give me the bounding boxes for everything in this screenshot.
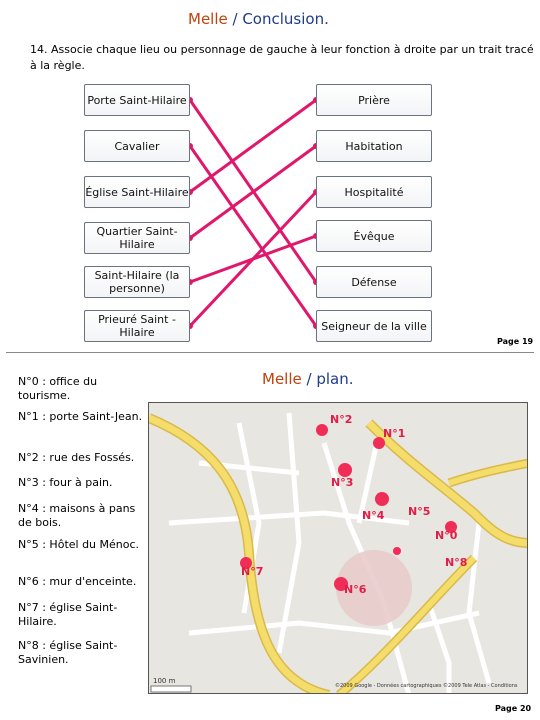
legend-item: N°0 : office du tourisme.: [18, 375, 143, 403]
map-label-n1: N°1: [383, 427, 406, 440]
right-item-habitation[interactable]: Habitation: [316, 130, 432, 162]
legend-number: N°7: [18, 601, 39, 614]
right-item-hospitalite[interactable]: Hospitalité: [316, 176, 432, 208]
legend-text: : église Saint-Hilaire.: [18, 601, 118, 628]
match-line: [188, 190, 318, 328]
legend-number: N°3: [18, 476, 39, 489]
legend-item: N°2 : rue des Fossés.: [18, 451, 143, 465]
marker-n3: [338, 463, 352, 477]
marker-n1: [373, 437, 385, 449]
match-line: [188, 145, 318, 327]
match-line: [189, 98, 317, 194]
legend-item: N°1 : porte Saint-Jean.: [18, 410, 143, 424]
legend-text: : Hôtel du Ménoc.: [42, 538, 140, 551]
left-item-prieure[interactable]: Prieuré Saint -Hilaire: [84, 310, 190, 342]
legend-text: : rue des Fossés.: [42, 451, 135, 464]
map-label-n7: N°7: [241, 565, 264, 578]
right-item-seigneur[interactable]: Seigneur de la ville: [316, 310, 432, 342]
left-item-cavalier[interactable]: Cavalier: [84, 130, 190, 162]
match-line: [189, 144, 317, 240]
page-title: Melle / Conclusion.: [188, 10, 329, 28]
page-number-2: Page 20: [495, 704, 532, 713]
legend-item: N°7 : église Saint-Hilaire.: [18, 601, 143, 629]
right-item-eveque[interactable]: Évêque: [316, 220, 432, 252]
legend-item: N°5 : Hôtel du Ménoc.: [18, 538, 143, 552]
map-label-n3: N°3: [331, 476, 354, 489]
marker-n6: [334, 577, 348, 591]
legend-item: N°4 : maisons à pans de bois.: [18, 502, 143, 530]
legend-text: : église Saint-Savinien.: [18, 639, 118, 666]
map-drawing: [149, 412, 527, 693]
map-label-n6: N°6: [344, 583, 367, 596]
legend-text: : four à pain.: [42, 476, 113, 489]
legend-text: : mur d'enceinte.: [42, 575, 137, 588]
left-item-eglise[interactable]: Église Saint-Hilaire: [84, 176, 190, 208]
title-conclusion: / Conclusion.: [232, 10, 329, 28]
map-label-n4: N°4: [362, 509, 385, 522]
title-plan: / plan.: [306, 370, 354, 388]
right-item-defense[interactable]: Défense: [316, 266, 432, 298]
marker-n2: [316, 424, 328, 436]
page-divider: [6, 352, 534, 353]
legend-number: N°1: [18, 410, 39, 423]
page-title-plan: Melle / plan.: [262, 370, 354, 388]
left-item-saint-hilaire[interactable]: Saint-Hilaire (la personne): [84, 266, 190, 298]
title-melle-2: Melle: [262, 370, 302, 388]
legend-number: N°6: [18, 575, 39, 588]
legend-number: N°4: [18, 502, 39, 515]
left-item-porte[interactable]: Porte Saint-Hilaire: [84, 84, 190, 116]
map-copyright: ©2009 Google - Données cartographiques ©…: [335, 683, 518, 689]
old-town-area: [336, 550, 412, 626]
legend-text: : maisons à pans de bois.: [18, 502, 136, 529]
title-melle: Melle: [188, 10, 228, 28]
map-label-n8: N°8: [445, 556, 468, 569]
marker-n0: [445, 521, 457, 533]
right-item-priere[interactable]: Prière: [316, 84, 432, 116]
instruction: 14. Associe chaque lieu ou personnage de…: [30, 43, 534, 72]
legend-item: N°3 : four à pain.: [18, 476, 143, 490]
city-map[interactable]: N°2 N°1 N°3 N°4 N°5 N°0 N°8 N°7 N°6 100 …: [148, 402, 528, 694]
legend-number: N°2: [18, 451, 39, 464]
legend-number: N°8: [18, 639, 39, 652]
marker-n5: [393, 547, 401, 555]
map-label-n5: N°5: [408, 505, 431, 518]
marker-n4: [375, 492, 389, 506]
left-item-quartier[interactable]: Quartier Saint-Hilaire: [84, 222, 190, 254]
map-label-n0: N°0: [435, 529, 458, 542]
map-label-n2: N°2: [330, 413, 353, 426]
legend-number: N°0: [18, 375, 39, 388]
legend-text: : office du tourisme.: [18, 375, 98, 402]
legend-number: N°5: [18, 538, 39, 551]
marker-n7: [240, 557, 252, 569]
legend-text: : porte Saint-Jean.: [42, 410, 143, 423]
legend-item: N°6 : mur d'enceinte.: [18, 575, 143, 589]
legend-item: N°8 : église Saint-Savinien.: [18, 639, 143, 667]
map-scale: 100 m: [153, 677, 176, 685]
match-line: [189, 234, 317, 284]
page-number: Page 19: [497, 337, 534, 346]
match-line: [188, 99, 318, 283]
